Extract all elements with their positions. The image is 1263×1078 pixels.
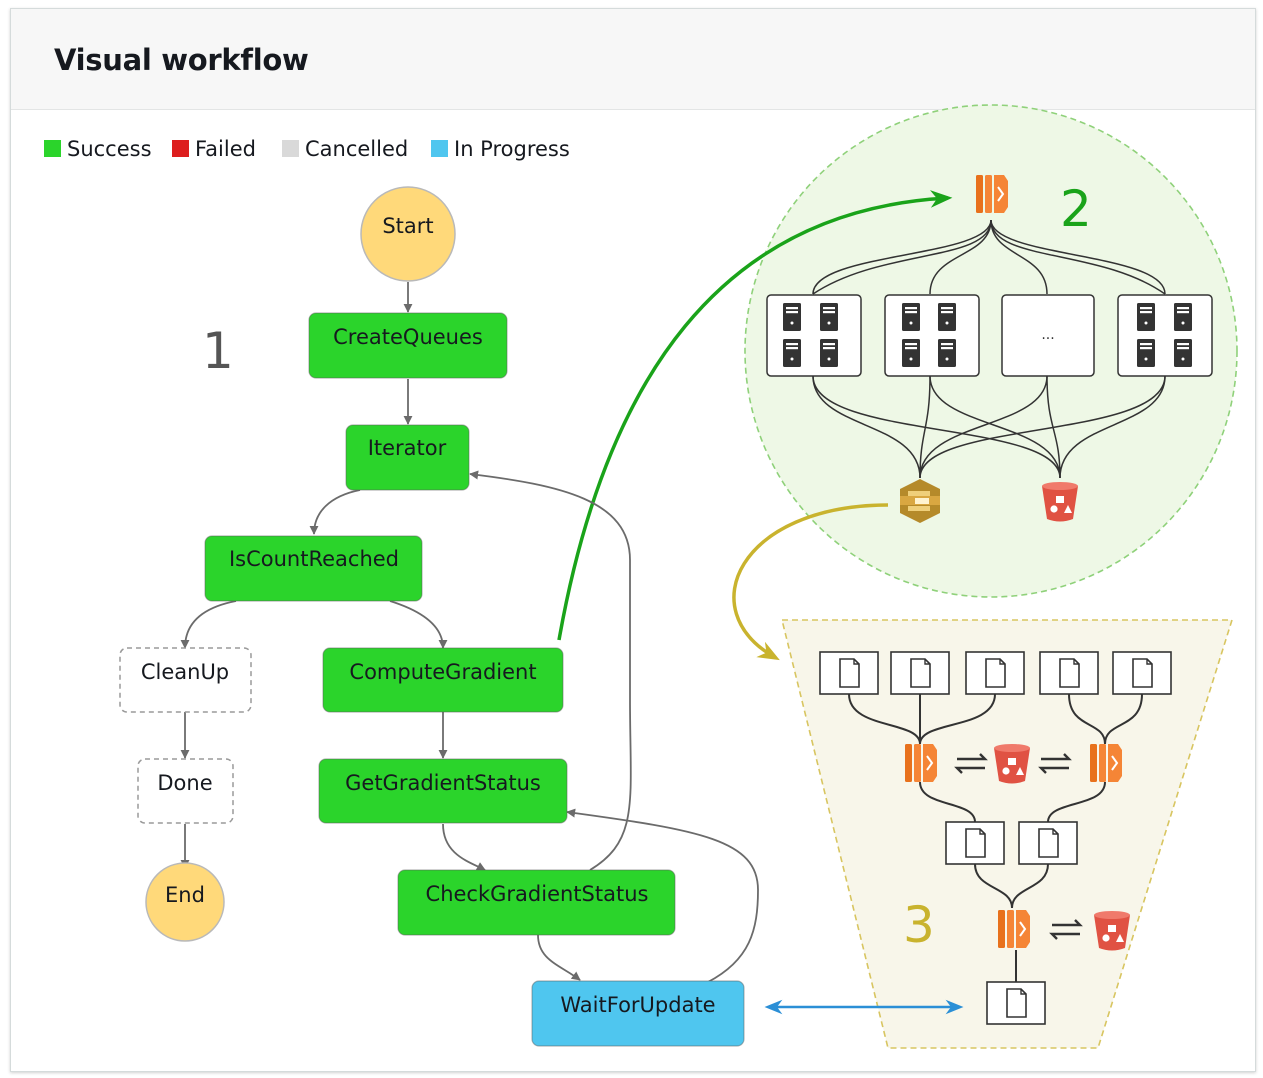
step-2-label: 2 bbox=[1060, 180, 1092, 238]
server-icon bbox=[783, 339, 801, 367]
lambda-icon bbox=[997, 909, 1031, 949]
lambda-icon bbox=[904, 743, 938, 783]
queue-to-reduce-arrow bbox=[732, 503, 889, 661]
legend-swatch-failed bbox=[172, 140, 189, 157]
state-label: CleanUp bbox=[141, 660, 229, 684]
legend-label-failed: Failed bbox=[195, 137, 256, 161]
state-create-queues[interactable]: CreateQueues bbox=[308, 312, 508, 379]
state-done[interactable]: Done bbox=[137, 758, 234, 824]
state-check-gradient-status[interactable]: CheckGradientStatus bbox=[397, 869, 676, 936]
state-label: Iterator bbox=[368, 436, 447, 460]
panel-header: Visual workflow bbox=[11, 9, 1255, 110]
server-icon bbox=[938, 303, 956, 331]
lambda-icon bbox=[975, 174, 1009, 214]
state-label: End bbox=[165, 883, 205, 907]
edge-getstatus-checkstatus bbox=[442, 823, 486, 871]
cluster-fanout-lines bbox=[812, 219, 1166, 479]
server-icon bbox=[1137, 303, 1155, 331]
state-label: CheckGradientStatus bbox=[426, 882, 649, 906]
edge-iscountreached-computegradient bbox=[389, 600, 448, 649]
cluster-ellipsis: ... bbox=[1041, 327, 1054, 343]
state-clean-up[interactable]: CleanUp bbox=[119, 647, 252, 713]
document-icon bbox=[819, 651, 879, 695]
server-icon bbox=[820, 339, 838, 367]
legend-swatch-cancelled bbox=[282, 140, 299, 157]
step-1-label: 1 bbox=[202, 322, 234, 380]
edge-iscountreached-cleanup bbox=[180, 600, 237, 649]
panel-title: Visual workflow bbox=[54, 43, 309, 77]
server-icon bbox=[1137, 339, 1155, 367]
state-label: WaitForUpdate bbox=[560, 993, 715, 1017]
state-label: ComputeGradient bbox=[349, 660, 536, 684]
legend-item-success: Success bbox=[44, 137, 152, 161]
legend-item-cancelled: Cancelled bbox=[282, 137, 408, 161]
compute-to-cluster-arrow bbox=[557, 190, 953, 641]
document-icon bbox=[986, 981, 1046, 1025]
state-is-count-reached[interactable]: IsCountReached bbox=[204, 535, 423, 602]
edge-checkstatus-wait bbox=[537, 934, 581, 981]
legend-label-in-progress: In Progress bbox=[454, 137, 570, 161]
reduce-stage-group: 3 bbox=[780, 619, 1234, 1049]
s3-bucket-icon bbox=[1094, 911, 1130, 951]
legend-swatch-in-progress bbox=[431, 140, 448, 157]
server-icon bbox=[1174, 303, 1192, 331]
step-3-label: 3 bbox=[903, 896, 935, 954]
server-icon bbox=[902, 339, 920, 367]
state-label: Start bbox=[382, 214, 433, 238]
s3-bucket-icon bbox=[994, 744, 1030, 784]
legend-label-success: Success bbox=[67, 137, 152, 161]
state-get-gradient-status[interactable]: GetGradientStatus bbox=[318, 758, 568, 824]
state-label: IsCountReached bbox=[229, 547, 399, 571]
edge-wait-getstatus bbox=[566, 808, 759, 983]
document-icon bbox=[1039, 651, 1099, 695]
legend-label-cancelled: Cancelled bbox=[305, 137, 408, 161]
s3-bucket-icon bbox=[1042, 482, 1078, 522]
state-end[interactable]: End bbox=[145, 862, 225, 942]
legend-item-in-progress: In Progress bbox=[431, 137, 570, 161]
edge-iterator-iscountreached bbox=[309, 489, 361, 535]
server-group-placeholder: ... bbox=[1001, 294, 1095, 377]
state-start[interactable]: Start bbox=[360, 186, 456, 282]
legend-swatch-success bbox=[44, 140, 61, 157]
state-compute-gradient[interactable]: ComputeGradient bbox=[322, 647, 564, 713]
document-icon bbox=[890, 651, 950, 695]
reduce-tree-lines bbox=[848, 693, 1143, 982]
document-icon bbox=[1112, 651, 1172, 695]
server-icon bbox=[1174, 339, 1192, 367]
server-group-2 bbox=[884, 294, 980, 377]
state-wait-for-update[interactable]: WaitForUpdate bbox=[531, 980, 745, 1047]
server-icon bbox=[902, 303, 920, 331]
server-group-n bbox=[1117, 294, 1213, 377]
legend-item-failed: Failed bbox=[172, 137, 256, 161]
status-legend: Success Failed Cancelled In Progress bbox=[44, 137, 570, 161]
server-icon bbox=[938, 339, 956, 367]
state-iterator[interactable]: Iterator bbox=[345, 424, 470, 491]
server-icon bbox=[783, 303, 801, 331]
document-icon bbox=[1018, 821, 1078, 865]
workflow-edges bbox=[180, 282, 759, 983]
lambda-icon bbox=[1089, 743, 1123, 783]
document-icon bbox=[945, 821, 1005, 865]
server-group-1 bbox=[766, 294, 862, 377]
compute-cluster-boundary bbox=[744, 104, 1238, 598]
state-label: GetGradientStatus bbox=[345, 771, 541, 795]
compute-cluster-group: ... 2 bbox=[744, 104, 1238, 598]
state-label: CreateQueues bbox=[333, 325, 483, 349]
server-icon bbox=[820, 303, 838, 331]
edge-checkstatus-iterator bbox=[469, 470, 632, 871]
state-label: Done bbox=[157, 771, 212, 795]
document-icon bbox=[965, 651, 1025, 695]
